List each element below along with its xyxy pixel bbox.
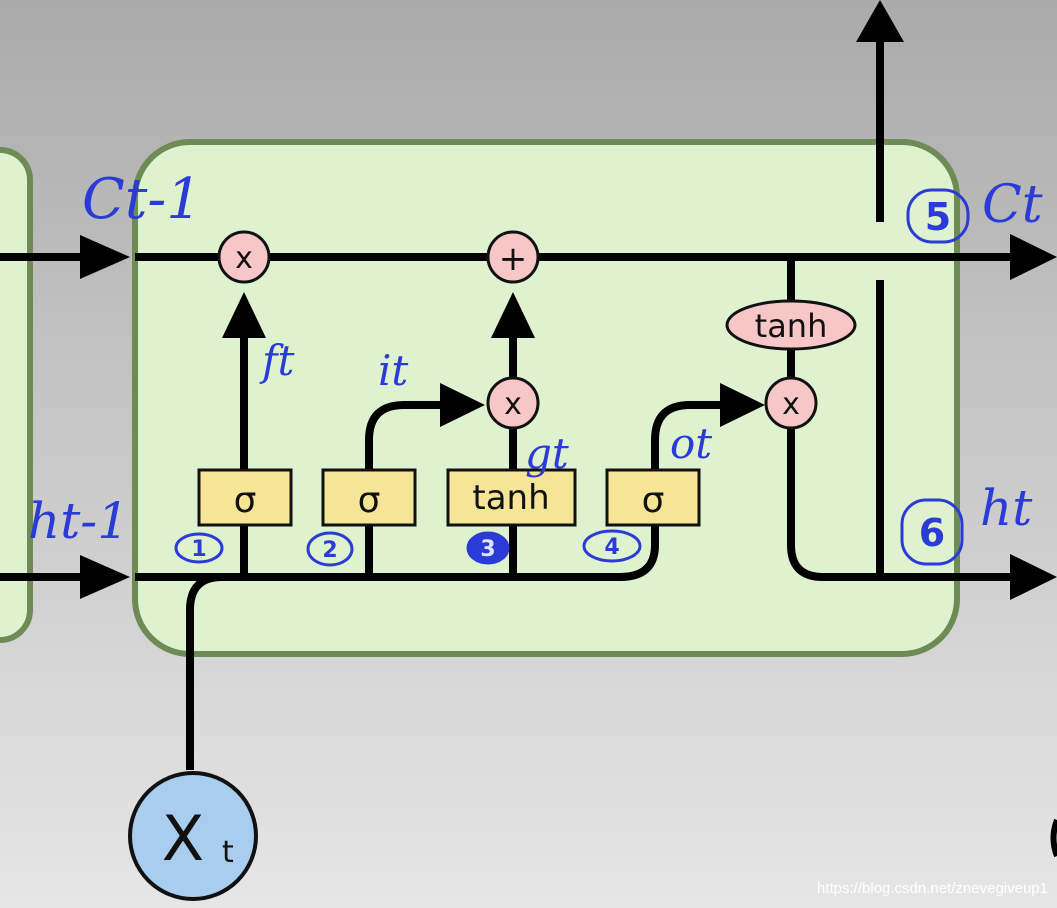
output-mult-op: x xyxy=(764,376,818,430)
step2-number: 2 xyxy=(322,538,337,563)
arrow-head-i xyxy=(440,383,485,427)
x-label: X xyxy=(162,802,204,875)
mult-symbol: x xyxy=(504,387,522,422)
forget-gate: σ xyxy=(197,468,293,527)
arrow-head-h-in xyxy=(80,555,130,599)
next-input-fragment xyxy=(1050,818,1057,858)
step3-number: 3 xyxy=(480,537,495,562)
step3-mark: 3 xyxy=(466,531,510,565)
step4-mark: 4 xyxy=(582,529,642,563)
step5-mark: 5 xyxy=(906,188,970,244)
step6-number: 6 xyxy=(919,511,945,555)
watermark: https://blog.csdn.net/znevegiveup1 xyxy=(817,880,1048,897)
input-gate: σ xyxy=(321,468,417,527)
add-symbol: + xyxy=(499,239,528,279)
arrow-head-c-in xyxy=(80,235,130,279)
step1-mark: 1 xyxy=(174,532,224,564)
add-op: + xyxy=(486,230,540,284)
step1-number: 1 xyxy=(191,537,206,562)
i-annotation: it xyxy=(378,346,408,395)
arrow-head-h-up xyxy=(856,0,904,42)
h-next-annotation: ht xyxy=(980,479,1033,537)
input-gate-path xyxy=(365,401,445,577)
c-prev-annotation: Ct-1 xyxy=(82,167,202,232)
tanh-label: tanh xyxy=(755,307,828,345)
cell-state-line xyxy=(0,234,1057,280)
sigma-label: σ xyxy=(358,480,381,521)
step6-mark: 6 xyxy=(900,498,964,566)
x-subscript: t xyxy=(222,835,234,870)
mult-symbol: x xyxy=(782,387,800,422)
arrow-head-f xyxy=(222,292,266,338)
input-line xyxy=(186,573,240,770)
step2-mark: 2 xyxy=(306,531,354,567)
mult-symbol: x xyxy=(235,241,253,276)
candidate-gate: tanh xyxy=(446,468,577,527)
h-output-path xyxy=(787,420,1015,581)
c-next-annotation: Ct xyxy=(982,175,1043,235)
f-annotation: ft xyxy=(259,336,295,385)
input-mult-op: x xyxy=(486,376,540,430)
o-annotation: ot xyxy=(670,419,712,468)
step5-number: 5 xyxy=(925,195,951,239)
output-gate: σ xyxy=(605,468,701,527)
arrow-head-h-out xyxy=(1010,554,1057,600)
input-node-xt: X t xyxy=(128,771,258,901)
step4-number: 4 xyxy=(604,535,619,560)
h-prev-annotation: ht-1 xyxy=(28,492,129,550)
previous-cell xyxy=(0,147,33,643)
arrow-head-c-out xyxy=(1010,234,1057,280)
cell-tanh-op: tanh xyxy=(725,299,857,351)
sigma-label: σ xyxy=(234,480,257,521)
arrow-head-o xyxy=(720,383,765,427)
arrow-head-g xyxy=(491,292,535,338)
sigma-label: σ xyxy=(642,480,665,521)
forget-mult-op: x xyxy=(217,230,271,284)
tanh-label: tanh xyxy=(472,478,549,518)
g-annotation: gt xyxy=(525,429,569,478)
